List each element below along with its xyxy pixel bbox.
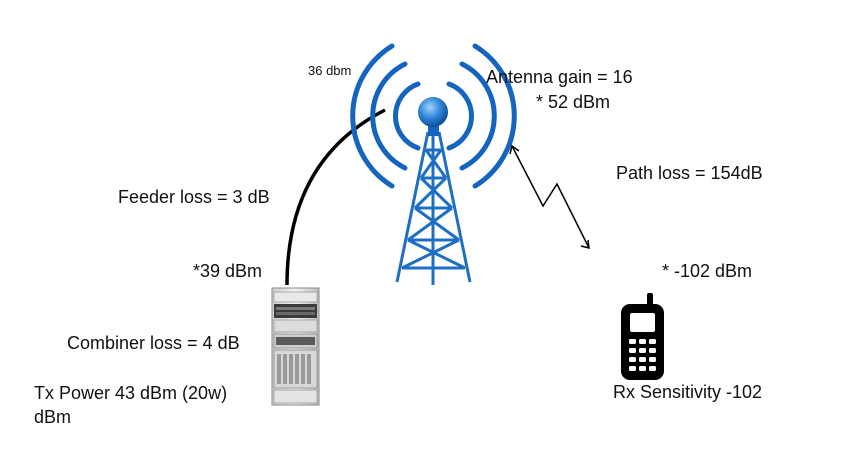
path-loss-label: Path loss = 154dB (616, 163, 763, 183)
antenna-output-label: * 52 dBm (536, 92, 611, 112)
tx-power-label: Tx Power 43 dBm (20w) (34, 383, 228, 403)
rx-sensitivity-label: Rx Sensitivity -102 (613, 382, 763, 402)
feeder-cable (285, 108, 386, 286)
tower-power-label: 36 dbm (308, 63, 352, 78)
mobile-phone-icon (621, 293, 664, 380)
received-power-label: * -102 dBm (662, 261, 753, 281)
radio-link-icon (509, 144, 590, 249)
server-rack-icon (271, 287, 320, 406)
rack-output-label: *39 dBm (193, 261, 263, 281)
antenna-gain-label: Antenna gain = 16 (486, 67, 633, 87)
combiner-loss-label: Combiner loss = 4 dB (67, 333, 240, 353)
tx-power-unit-label: dBm (34, 407, 72, 427)
feeder-loss-label: Feeder loss = 3 dB (118, 187, 270, 207)
cell-tower-icon (350, 43, 517, 285)
